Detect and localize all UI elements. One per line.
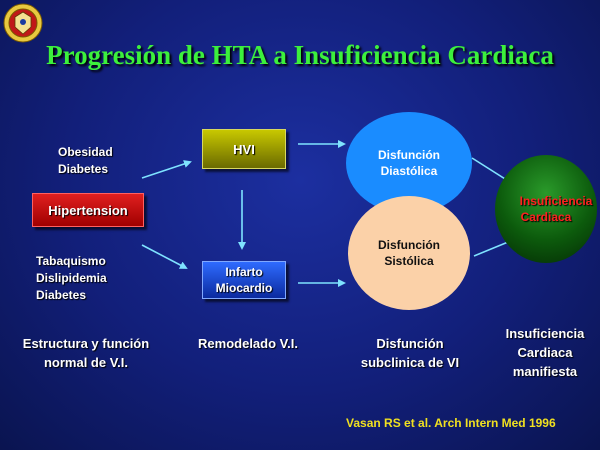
risk-factors-top: Obesidad Diabetes	[58, 144, 113, 178]
factor-dislipidemia: Dislipidemia	[36, 271, 107, 285]
factor-tabaquismo: Tabaquismo	[36, 254, 106, 268]
stage-caption-2: Remodelado V.I.	[178, 334, 318, 353]
stage-caption-3: Disfunción subclinica de VI	[340, 334, 480, 372]
hvi-label: HVI	[233, 141, 255, 157]
infarto-box: Infarto Miocardio	[202, 261, 286, 299]
page-title: Progresión de HTA a Insuficiencia Cardia…	[46, 40, 554, 70]
reference-citation: Vasan RS et al. Arch Intern Med 1996	[346, 416, 556, 430]
sistolica-label-line1: Disfunción	[378, 238, 440, 252]
arrow-hiper-to-hvi	[141, 160, 192, 179]
hypertension-box: Hipertension	[32, 193, 144, 227]
diastolica-label-line1: Disfunción	[378, 148, 440, 162]
stage4-line1: Insuficiencia	[505, 326, 585, 341]
stage4-line3: manifiesta	[512, 364, 578, 379]
stage-caption-1: Estructura y función normal de V.I.	[6, 334, 166, 372]
stage1-line2: normal de V.I.	[43, 355, 129, 370]
stage3-line1: Disfunción	[376, 336, 444, 351]
stage1-line1: Estructura y función	[22, 336, 150, 351]
disfuncion-sistolica-circle: Disfunción Sistólica	[348, 196, 470, 310]
arrow-hiper-to-infarto	[141, 244, 188, 269]
infarto-label-line1: Infarto	[225, 265, 263, 279]
ic-label-line2: Cardiaca	[520, 210, 572, 224]
insuficiencia-cardiaca-circle: Insuficiencia Cardiaca	[495, 155, 597, 263]
factor-diabetes-2: Diabetes	[36, 288, 87, 302]
factor-obesidad: Obesidad	[58, 145, 113, 159]
hvi-box: HVI	[202, 129, 286, 169]
stage-caption-4: Insuficiencia Cardiaca manifiesta	[490, 324, 600, 381]
infarto-label-line2: Miocardio	[215, 281, 273, 295]
university-seal-icon	[3, 3, 43, 43]
ic-label-line1: Insuficiencia	[519, 194, 593, 208]
factor-diabetes: Diabetes	[58, 162, 109, 176]
stage3-line2: subclinica de VI	[360, 355, 460, 370]
risk-factors-bottom: Tabaquismo Dislipidemia Diabetes	[36, 253, 107, 304]
stage4-line2: Cardiaca	[517, 345, 573, 360]
disfuncion-diastolica-circle: Disfunción Diastólica	[346, 112, 472, 214]
diastolica-label-line2: Diastólica	[380, 164, 438, 178]
sistolica-label-line2: Sistólica	[384, 254, 434, 268]
stage2-line1: Remodelado V.I.	[198, 336, 298, 351]
hypertension-label: Hipertension	[48, 202, 128, 218]
